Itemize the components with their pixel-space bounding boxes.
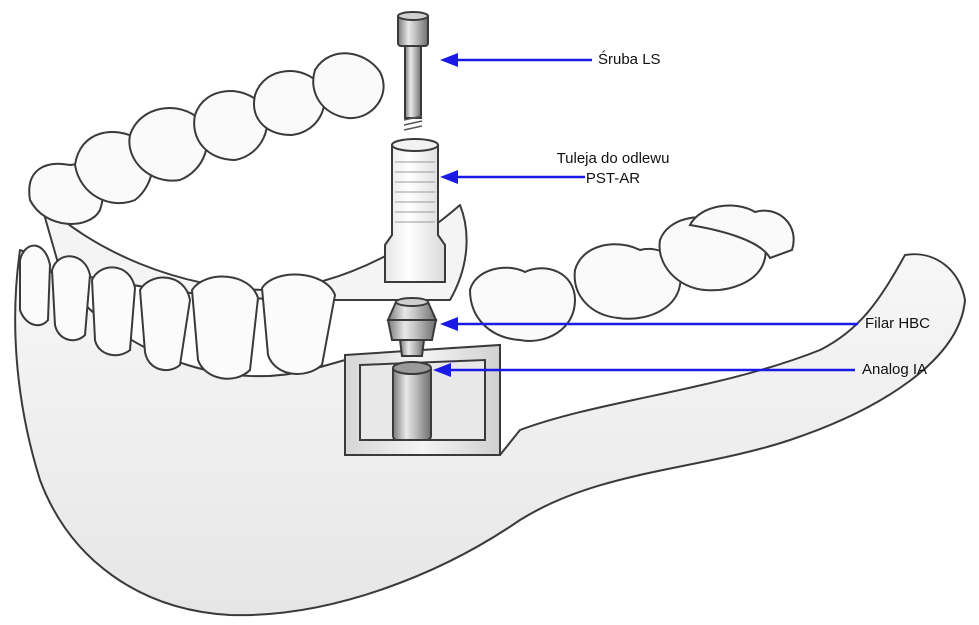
screw bbox=[398, 12, 428, 130]
tooth bbox=[192, 277, 258, 379]
abutment-cap bbox=[396, 298, 428, 306]
analog-block bbox=[345, 345, 500, 455]
label-analog: Analog IA bbox=[862, 360, 927, 380]
label-sleeve-line2: PST-AR bbox=[528, 169, 698, 189]
abutment bbox=[388, 298, 436, 356]
tooth bbox=[52, 256, 90, 340]
tooth bbox=[92, 267, 135, 355]
screw-head-top bbox=[398, 12, 428, 20]
tooth bbox=[140, 278, 190, 371]
arrow-left-icon bbox=[440, 53, 592, 67]
tooth bbox=[262, 274, 335, 374]
upper-teeth bbox=[29, 53, 383, 224]
label-abutment: Filar HBC bbox=[865, 314, 930, 334]
sleeve-top bbox=[392, 139, 438, 151]
analog-body bbox=[393, 365, 431, 440]
screw-shaft bbox=[405, 46, 421, 118]
casting-sleeve bbox=[385, 139, 445, 282]
label-sleeve: Tuleja do odlewu PST-AR bbox=[528, 149, 698, 189]
label-sleeve-line1: Tuleja do odlewu bbox=[528, 149, 698, 169]
analog-top bbox=[393, 362, 431, 374]
sleeve-body bbox=[385, 145, 445, 282]
tooth bbox=[20, 246, 50, 326]
abutment-neck bbox=[400, 340, 424, 356]
tooth bbox=[470, 268, 575, 341]
abutment-body bbox=[388, 320, 436, 340]
label-screw: Śruba LS bbox=[598, 50, 661, 70]
lower-back-teeth bbox=[470, 206, 794, 341]
